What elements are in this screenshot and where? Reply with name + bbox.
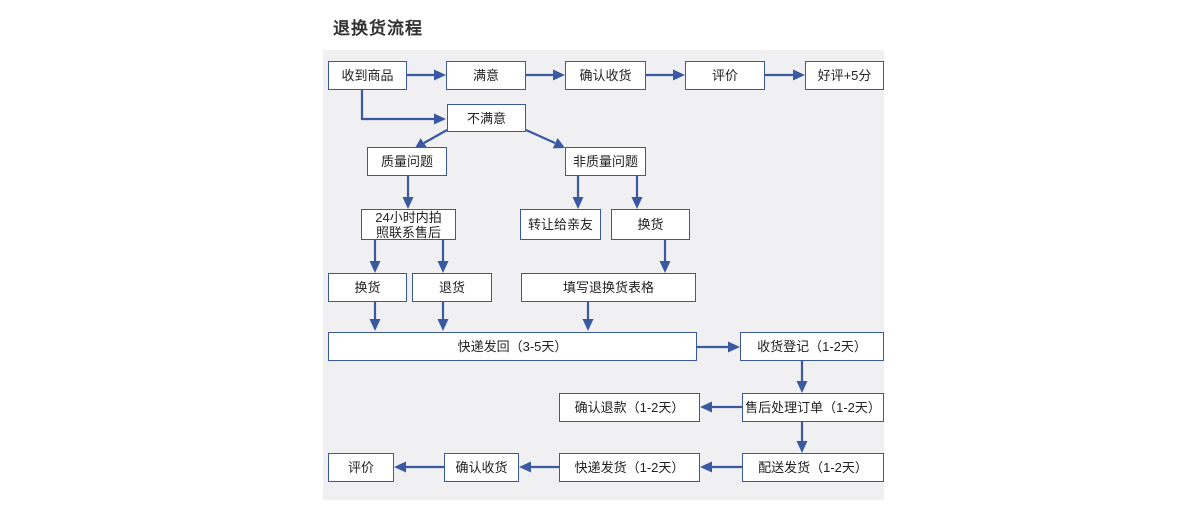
node-exchange-nonquality: 换货: [611, 209, 690, 240]
node-confirm-receipt: 确认收货: [565, 61, 646, 90]
node-photo-contact-text: 24小时内拍 照联系售后: [375, 209, 442, 240]
node-review-final: 评价: [328, 453, 394, 482]
node-photo-contact: 24小时内拍 照联系售后: [361, 209, 456, 240]
node-exchange-quality: 换货: [328, 273, 407, 302]
node-receipt-register: 收货登记（1-2天）: [740, 332, 884, 361]
node-review: 评价: [685, 61, 765, 90]
node-confirm-receipt-final: 确认收货: [444, 453, 519, 482]
node-quality-issue: 质量问题: [367, 147, 447, 176]
node-received: 收到商品: [328, 61, 407, 90]
node-after-sales: 售后处理订单（1-2天）: [742, 393, 884, 422]
node-delivery: 配送发货（1-2天）: [742, 453, 884, 482]
node-good-review: 好评+5分: [805, 61, 884, 90]
node-return-quality: 退货: [412, 273, 492, 302]
node-express-back: 快递发回（3-5天）: [328, 332, 697, 361]
node-satisfied: 满意: [446, 61, 526, 90]
node-confirm-refund: 确认退款（1-2天）: [559, 393, 700, 422]
node-transfer-friend: 转让给亲友: [520, 209, 601, 240]
node-unsatisfied: 不满意: [447, 104, 526, 132]
node-express-ship: 快递发货（1-2天）: [559, 453, 700, 482]
page-title: 退换货流程: [333, 19, 423, 38]
node-fill-form: 填写退换货表格: [521, 273, 696, 302]
node-non-quality-issue: 非质量问题: [565, 147, 646, 176]
